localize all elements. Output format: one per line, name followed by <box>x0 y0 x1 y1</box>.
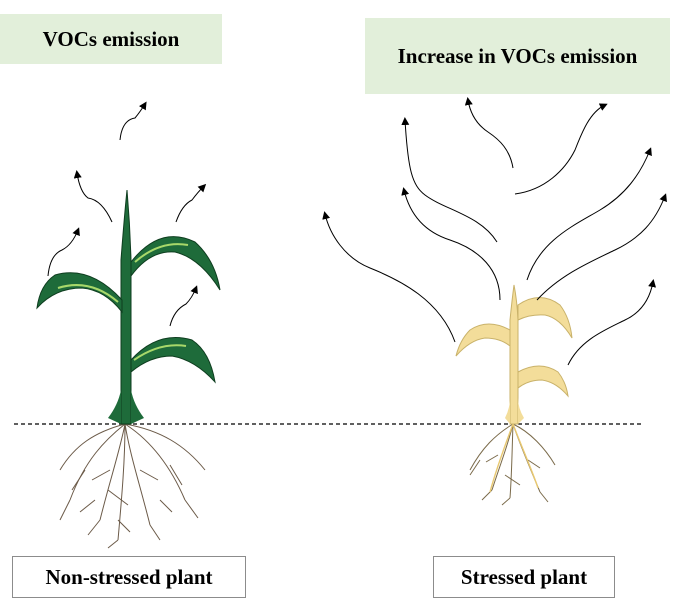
stressed-leaf <box>455 323 511 357</box>
non-stressed-leaf <box>36 272 123 314</box>
stressed-roots <box>469 423 556 506</box>
stressed-leaf <box>517 297 573 339</box>
non-stressed-plant <box>36 189 221 549</box>
left-caption: Non-stressed plant <box>12 556 246 598</box>
right-title-label: Increase in VOCs emission <box>365 18 670 94</box>
non-stressed-stem <box>120 189 132 425</box>
non-stressed-leaf <box>130 337 216 384</box>
right-caption: Stressed plant <box>433 556 615 598</box>
non-stressed-roots <box>59 423 206 549</box>
stressed-stem <box>509 284 519 425</box>
left-title-label: VOCs emission <box>0 14 222 64</box>
stressed-leaf <box>517 365 569 398</box>
stressed-plant <box>455 284 573 506</box>
voc-emission-arrows-right <box>322 97 667 366</box>
voc-emission-arrows-left <box>47 101 207 327</box>
